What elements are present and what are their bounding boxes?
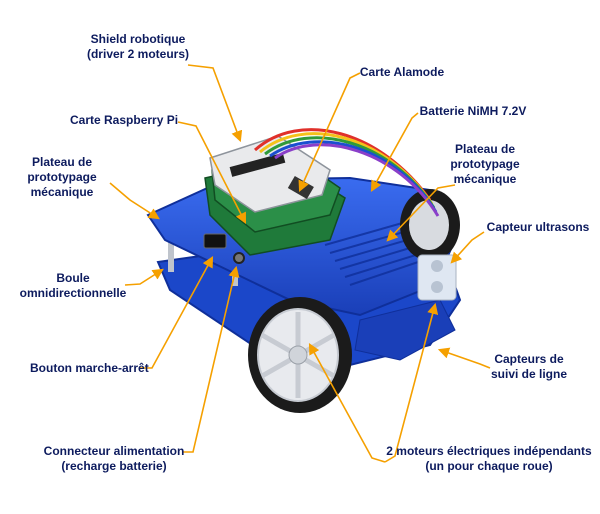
arrow-motors-2 bbox=[384, 302, 439, 463]
board-stack bbox=[204, 135, 346, 256]
arrow-ball bbox=[124, 268, 164, 286]
label-raspberry: Carte Raspberry Pi bbox=[70, 113, 179, 127]
arrow-plate-left bbox=[109, 182, 160, 220]
arrow-alamode bbox=[298, 72, 361, 193]
rear-wheel bbox=[400, 189, 460, 261]
label-line-sensors: Capteurs de suivi de ligne bbox=[490, 352, 568, 381]
wires bbox=[254, 128, 440, 217]
label-battery: Batterie NiMH 7.2V bbox=[419, 104, 527, 118]
robot-body bbox=[146, 128, 462, 413]
arrow-power bbox=[183, 265, 240, 453]
label-plate-right: Plateau de prototypage mécanique bbox=[450, 142, 520, 186]
label-power: Connecteur alimentation (recharge batter… bbox=[43, 444, 185, 473]
ultrasonic-sensor bbox=[417, 254, 457, 301]
arrow-raspberry bbox=[177, 121, 247, 224]
label-motors: 2 moteurs électriques indépendants (un p… bbox=[386, 444, 592, 473]
arrow-motors-1 bbox=[308, 343, 386, 463]
arrow-shield bbox=[187, 64, 243, 143]
arrow-line-sensors bbox=[437, 347, 491, 369]
label-ultrasonic: Capteur ultrasons bbox=[486, 220, 590, 234]
arrow-plate-right bbox=[386, 184, 456, 242]
power-switch bbox=[203, 233, 227, 249]
arrow-battery bbox=[370, 112, 419, 192]
callout-arrows bbox=[109, 64, 491, 463]
label-alamode: Carte Alamode bbox=[359, 65, 445, 79]
label-switch: Bouton marche-arrêt bbox=[30, 361, 149, 375]
label-shield: Shield robotique (driver 2 moteurs) bbox=[86, 32, 190, 61]
arrow-switch bbox=[140, 256, 214, 369]
label-ball: Boule omnidirectionnelle bbox=[19, 271, 127, 300]
label-plate-left: Plateau de prototypage mécanique bbox=[27, 155, 97, 199]
front-wheel bbox=[248, 297, 352, 413]
arrow-ultrasonic bbox=[450, 231, 485, 264]
standoff-left bbox=[168, 222, 174, 272]
power-jack bbox=[233, 252, 245, 264]
